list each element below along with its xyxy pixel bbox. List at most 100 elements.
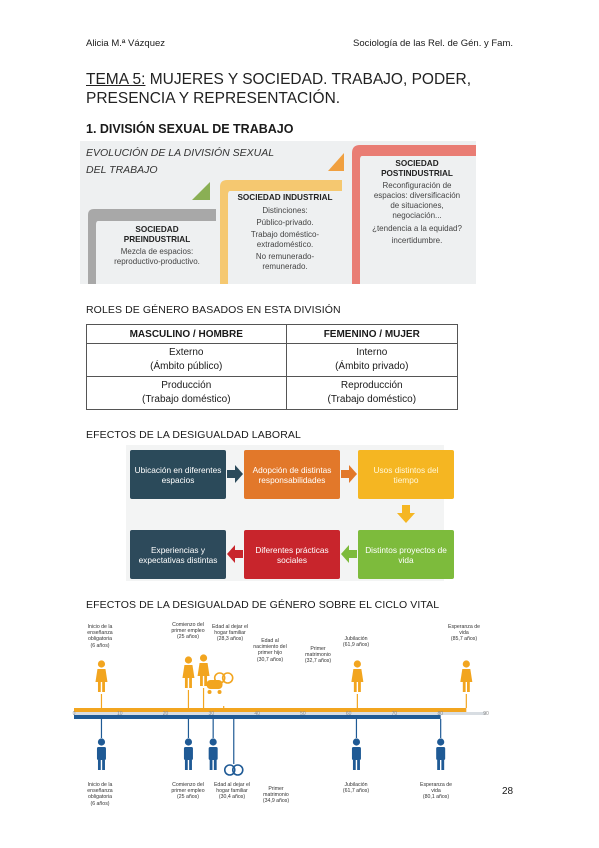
cell-line: (Trabajo doméstico) [327, 394, 417, 405]
milestone-text: Inicio de la [87, 624, 113, 630]
table-row: Externo(Ámbito público) Interno(Ámbito p… [86, 343, 459, 377]
milestone-text: primer empleo [171, 788, 205, 795]
rings-icon [231, 764, 244, 776]
flow-box-1: Ubicación en diferentes espacios [130, 450, 226, 499]
male-person-icon [184, 738, 193, 746]
milestone-text: (61,7 años) [342, 788, 370, 795]
life-cycle-heading: EFECTOS DE LA DESIGUALDAD DE GÉNERO SOBR… [86, 599, 440, 611]
stage-name: SOCIEDAD [395, 159, 439, 168]
evolution-caption: EVOLUCIÓN DE LA DIVISIÓN SEXUAL DEL TRAB… [86, 145, 274, 179]
female-person-icon [467, 682, 470, 692]
stage-name: SOCIEDAD [135, 225, 179, 234]
flow-diagram: Ubicación en diferentes espacios Adopció… [126, 445, 454, 581]
milestone-text: (30,4 años) [218, 794, 246, 801]
page-number: 28 [502, 786, 514, 797]
title-prefix: TEMA 5: [86, 71, 146, 88]
milestone-text: hogar familiar [214, 630, 246, 637]
milestone-text: (34,9 años) [262, 798, 290, 805]
milestone-text: (30,7 años) [256, 656, 284, 663]
stage-desc: Distinciones: [262, 206, 308, 215]
female-person-icon [353, 660, 361, 668]
milestone-text: Edad al dejar el [211, 624, 249, 630]
axis-tick-label: 80 [437, 711, 443, 717]
milestone-text: vida [459, 630, 469, 637]
male-person-icon [352, 760, 356, 770]
milestone-text: (32,7 años) [304, 658, 332, 665]
roles-heading: ROLES DE GÉNERO BASADOS EN ESTA DIVISIÓN [86, 304, 341, 316]
male-person-icon [357, 760, 360, 770]
milestone-text: hogar familiar [216, 788, 248, 795]
rings-icon [221, 672, 234, 684]
header-author: Alicia M.ª Vázquez [86, 38, 166, 49]
arrow-left-icon [227, 545, 243, 563]
male-person-icon [209, 738, 217, 746]
milestone-text: nacimiento del [253, 644, 287, 651]
male-person-icon [184, 760, 188, 770]
table-cell: Producción(Trabajo doméstico) [86, 376, 287, 410]
male-person-icon [209, 760, 213, 770]
female-person-icon [353, 682, 357, 692]
table-row: Producción(Trabajo doméstico) Reproducci… [86, 376, 459, 410]
male-person-icon [352, 738, 361, 746]
arrow-right-icon [227, 465, 243, 483]
milestone-text: Primer [268, 786, 284, 792]
stage-desc: incertidumbre. [391, 236, 443, 245]
axis-tick-label: 0 [73, 711, 76, 717]
male-person-icon [183, 747, 193, 760]
female-person-icon [182, 665, 195, 678]
milestone-text: Esperanza de [419, 782, 452, 788]
male-person-icon [437, 760, 440, 770]
female-person-icon [199, 654, 208, 662]
female-person-icon [351, 669, 364, 682]
header-course: Sociología de las Rel. de Gén. y Fam. [353, 38, 513, 49]
arrow-right-icon [341, 465, 357, 483]
effects-work-heading: EFECTOS DE LA DESIGUALDAD LABORAL [86, 429, 301, 441]
male-person-icon [437, 738, 445, 746]
male-person-icon [189, 760, 192, 770]
milestone-text: obligatoria [88, 636, 112, 643]
cell-line: (Trabajo doméstico) [141, 394, 231, 405]
column-header: MASCULINO / HOMBRE [86, 324, 287, 344]
axis-tick-label: 60 [346, 711, 352, 717]
rings-icon [213, 672, 226, 684]
evolution-caption-line2: DEL TRABAJO [86, 164, 158, 176]
stage-name: PREINDUSTRIAL [123, 235, 191, 244]
male-person-icon [96, 747, 106, 760]
stroller-icon [217, 690, 222, 694]
male-person-icon [102, 760, 105, 770]
stage-name: SOCIEDAD INDUSTRIAL [237, 193, 333, 202]
stage-desc: Mezcla de espacios: [120, 247, 194, 256]
male-person-icon [97, 760, 101, 770]
milestone-text: Comienzo del [172, 622, 204, 628]
milestone-text: vida [431, 788, 441, 795]
female-person-icon [189, 678, 192, 688]
milestone-text: matrimonio [305, 652, 331, 659]
female-person-icon [184, 678, 188, 688]
male-person-icon [213, 760, 217, 770]
page-title: TEMA 5: MUJERES Y SOCIEDAD. TRABAJO, POD… [86, 70, 471, 108]
milestone-text: (85,7 años) [450, 636, 478, 643]
milestone-text: Primer [310, 646, 326, 652]
stage-desc: No remunerado- [255, 252, 315, 261]
flow-box-6: Experiencias y expectativas distintas [130, 530, 226, 579]
stage-desc: extradoméstico. [256, 240, 314, 249]
milestone-text: Comienzo del [172, 782, 204, 788]
section-heading: 1. DIVISIÓN SEXUAL DE TRABAJO [86, 122, 294, 136]
female-person-icon [95, 669, 108, 682]
title-line1: MUJERES Y SOCIEDAD. TRABAJO, PODER, [145, 71, 472, 88]
milestone-text: (6 años) [90, 800, 110, 807]
milestone-text: primer empleo [171, 628, 205, 635]
milestone-text: (6 años) [90, 642, 110, 649]
female-person-icon [204, 676, 208, 686]
flow-box-3: Usos distintos del tiempo [358, 450, 454, 499]
stage-desc: reproductivo-productivo. [114, 257, 200, 266]
axis-tick-label: 50 [300, 711, 306, 717]
female-person-icon [200, 676, 203, 686]
